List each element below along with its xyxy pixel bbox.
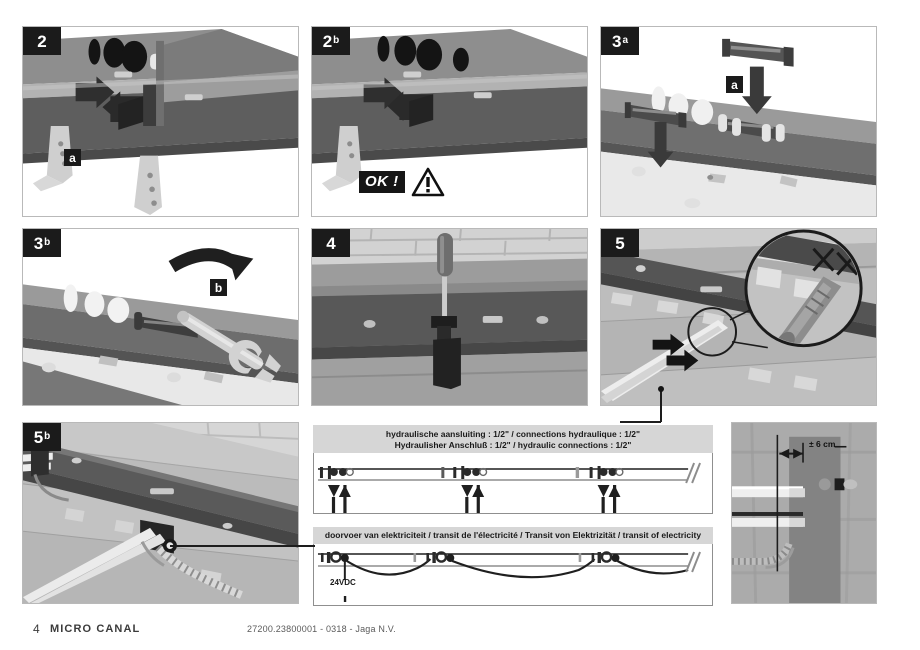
hydraulic-module-3 [589,466,624,513]
warning-triangle-icon [411,167,444,197]
step-badge-3a-number: 3 [611,31,622,51]
step-badge-2b-number: 2 [322,31,333,51]
panel-5-leader-vertical [660,389,662,422]
panel-step-3a-photo [601,27,876,216]
panel-detail-photo [732,423,876,603]
footer-document-code: 27200.23800001 - 0318 - Jaga N.V. [247,624,396,634]
step-badge-4: 4 [312,229,350,257]
step-2b-illustration [312,27,587,216]
panel-step-2: 2 a [22,26,299,217]
footer-document-title: MICRO CANAL [50,623,141,635]
electricity-break-symbol [685,551,701,573]
step-3a-illustration [601,27,876,216]
hydraulic-schematic [317,462,701,513]
panel-step-2-photo [23,27,298,216]
hydraulic-diagram-canvas [313,453,713,514]
step-badge-3b-sup: b [44,237,51,248]
step-badge-2-number: 2 [37,31,47,51]
panel-5b-leader-horizontal [170,545,315,547]
panel-step-5: 5 [600,228,877,406]
step-2-illustration [23,27,298,216]
step-badge-4-number: 4 [326,233,336,253]
step-badge-5-number: 5 [615,233,625,253]
hydraulic-diagram-header: hydraulische aansluiting : 1/2" / connec… [313,425,713,453]
ok-label: OK ! [359,171,405,193]
step-badge-3b-number: 3 [33,233,44,253]
hydraulic-header-line1: hydraulische aansluiting : 1/2" / connec… [385,429,641,439]
dimension-label: ± 6 cm [809,439,836,449]
hydraulic-module-2 [453,466,488,513]
panel-step-5b-photo [23,423,298,603]
hydraulic-diagram: hydraulische aansluiting : 1/2" / connec… [313,425,713,514]
ok-warning-group: OK ! [359,167,445,197]
step-5-illustration [601,229,876,405]
panel-step-3b-photo [23,229,298,405]
panel-5-leader-dot [658,386,664,392]
step-badge-5: 5 [601,229,639,257]
tag-badge-a-label: a [69,150,76,165]
panel-5-leader-horizontal [620,421,661,423]
hydraulic-break-symbol [685,462,701,484]
electricity-schematic [317,551,701,602]
step-5b-illustration [23,423,298,603]
panel-step-2b-photo [312,27,587,216]
step-badge-5b-sup: b [44,431,51,442]
detail-illustration [732,423,876,603]
tag-badge-3b-b: b [210,279,227,296]
footer-page-number: 4 [33,622,41,636]
tag-badge-3a-label: a [731,77,738,92]
voltage-label: 24VDC [330,578,356,587]
step-4-illustration [312,229,587,405]
panel-step-5-photo [601,229,876,405]
tag-badge-a: a [64,149,81,166]
panel-step-4: 4 [311,228,588,406]
electricity-diagram-canvas: 24VDC [313,544,713,606]
step-badge-3a-sup: a [622,35,629,46]
electricity-diagram: doorvoer van elektriciteit / transit de … [313,527,713,606]
electricity-module-3 [591,551,620,563]
electricity-module-2 [426,551,455,563]
electricity-header-line1: doorvoer van elektriciteit / transit de … [324,530,702,540]
panel-detail-dimension: ± 6 cm [731,422,877,604]
step-badge-5b-number: 5 [33,427,44,447]
electricity-module-1 [320,551,349,563]
panel-step-4-photo [312,229,587,405]
tag-badge-3a-a: a [726,76,743,93]
step-3b-illustration [23,229,298,405]
electricity-diagram-header: doorvoer van elektriciteit / transit de … [313,527,713,544]
step-badge-2: 2 [23,27,61,55]
tag-badge-3b-label: b [214,280,223,295]
step-badge-2b-sup: b [333,35,340,46]
hydraulic-header-line2: Hydraulisher Anschluß : 1/2" / hydraulic… [394,440,632,451]
page-footer: 4 MICRO CANAL 27200.23800001 - 0318 - Ja… [0,612,920,650]
hydraulic-module-1 [319,466,354,513]
